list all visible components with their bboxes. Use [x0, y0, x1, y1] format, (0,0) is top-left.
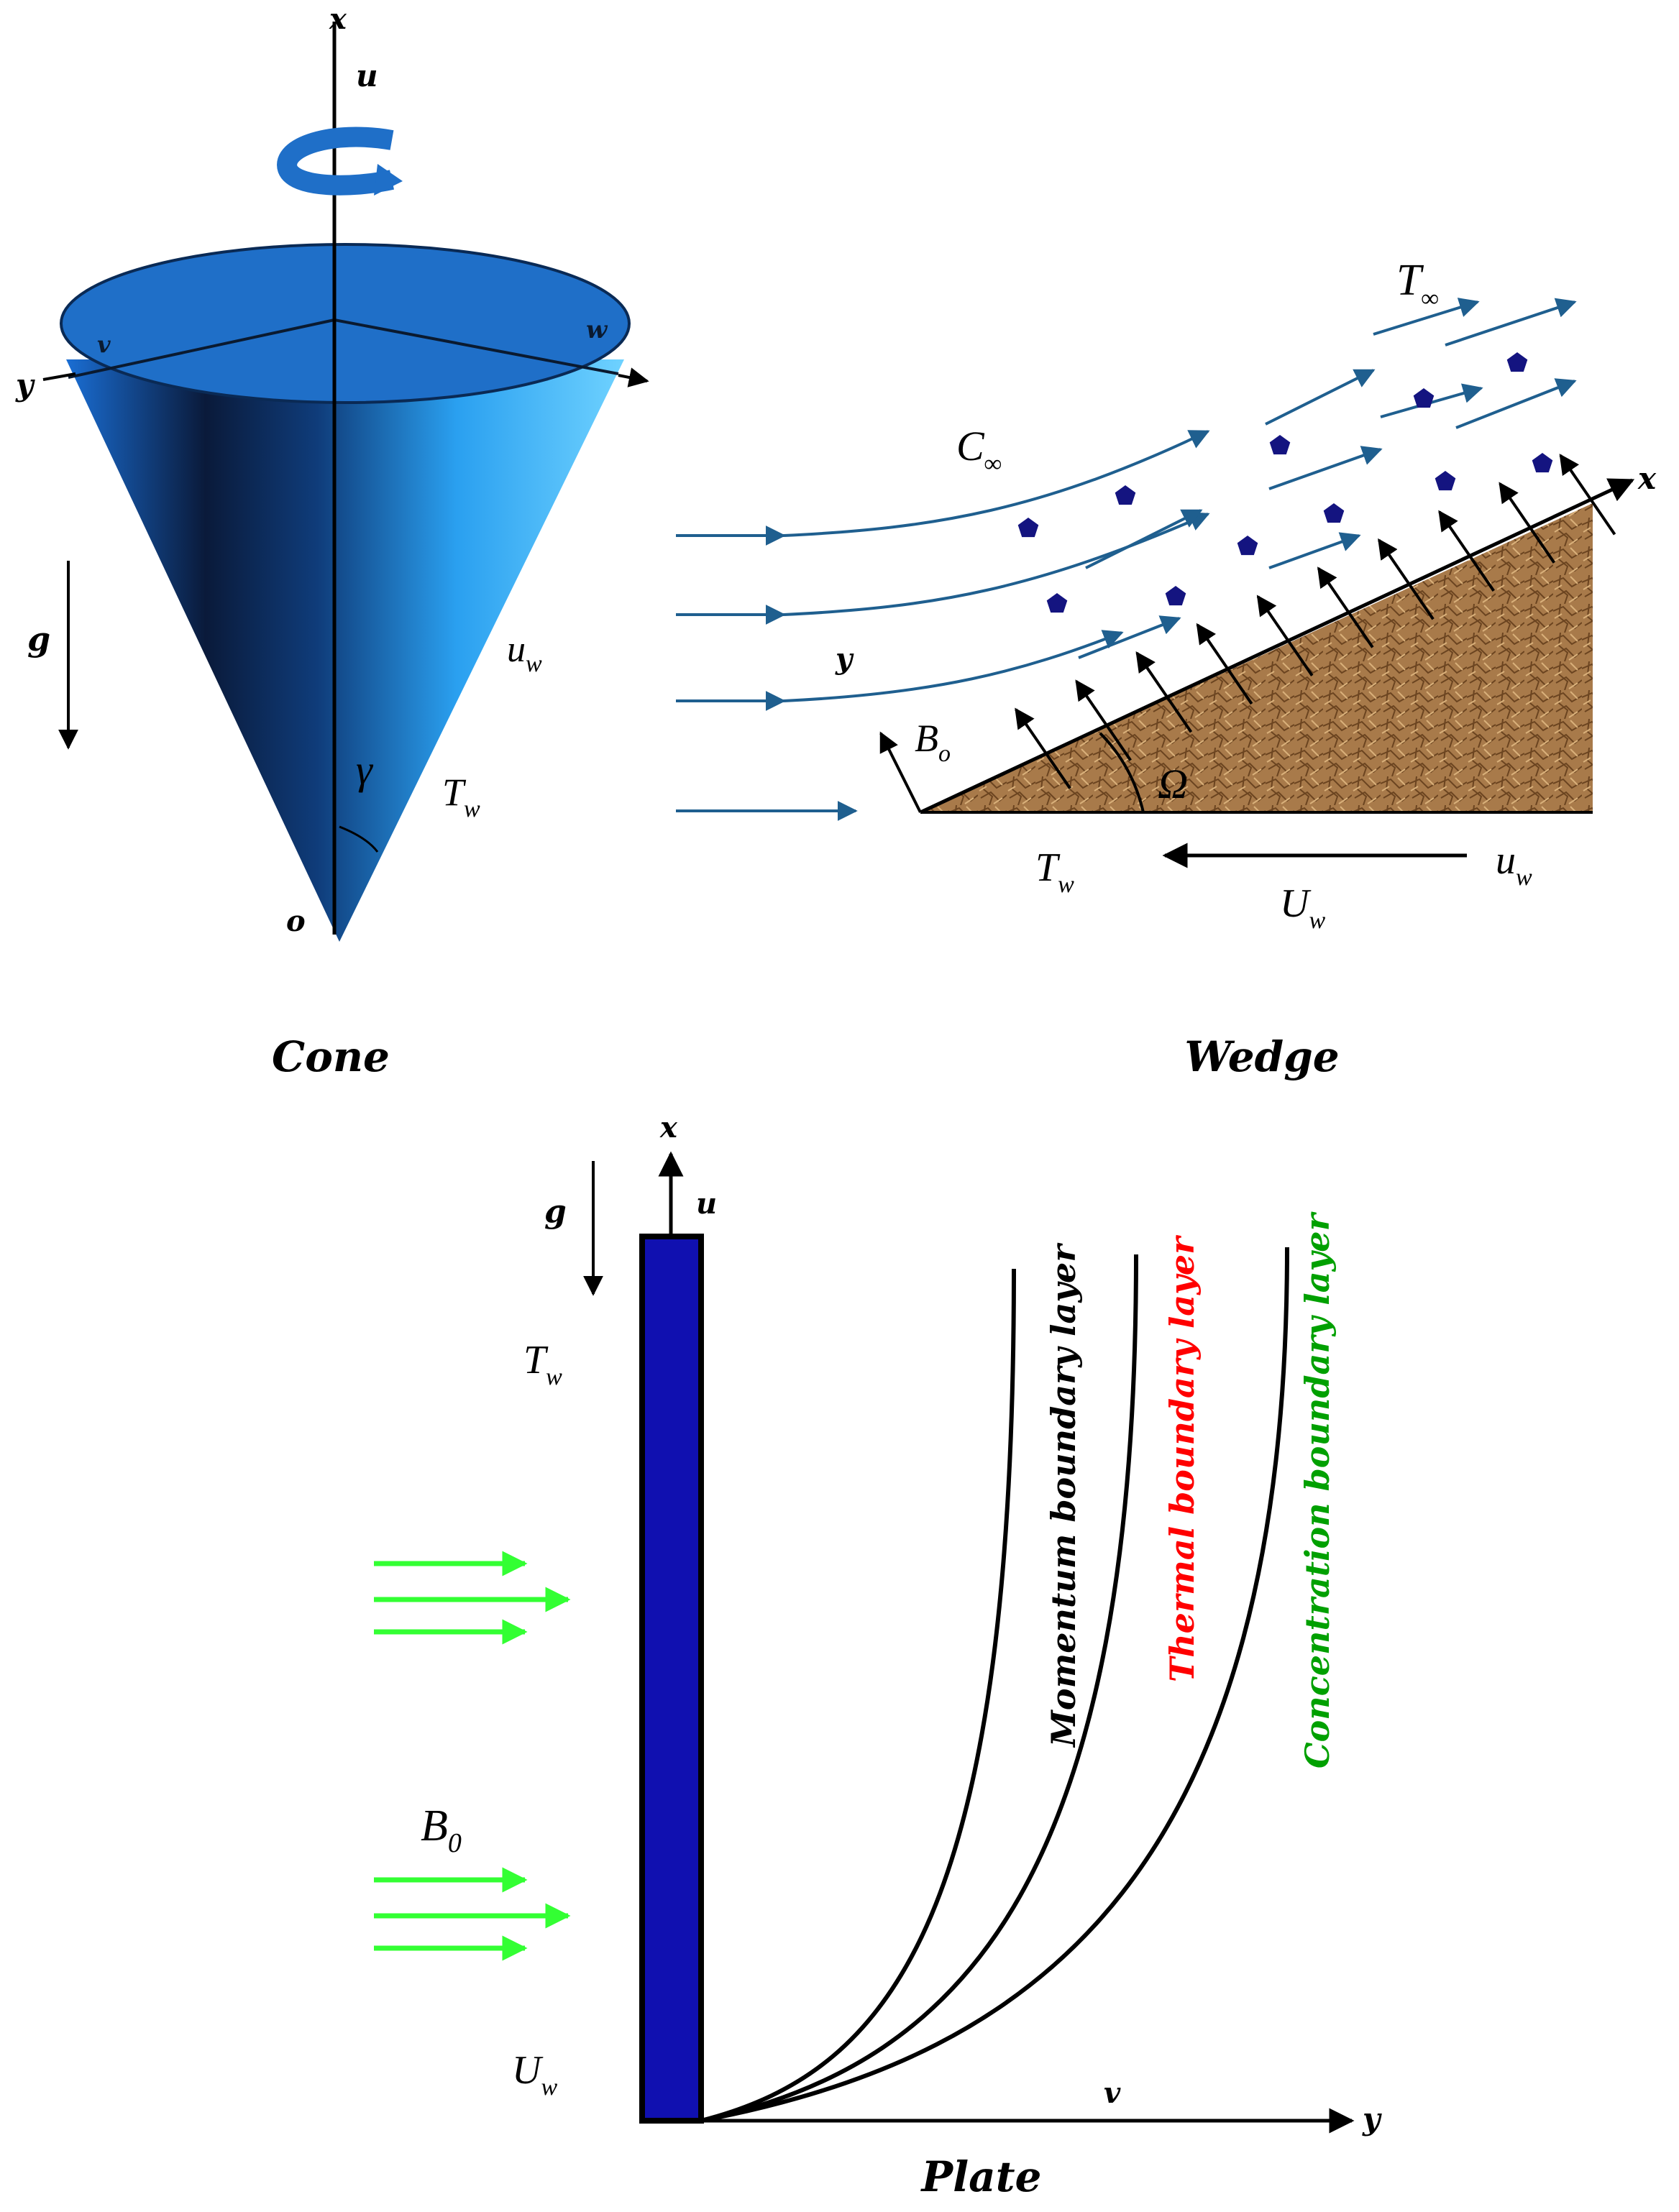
wedge-label-x: x	[1637, 461, 1657, 496]
particle-pentagon	[1413, 388, 1435, 408]
particle-pentagon	[1115, 485, 1136, 505]
plate-label-g: g	[544, 1193, 567, 1230]
wedge-label-Cinf: C∞	[956, 423, 1002, 477]
particle-pentagon	[1323, 503, 1345, 523]
plate-layer-concentration: Concentration boundary layer	[1298, 1211, 1337, 1768]
plate-diagram: Momentum boundary layer Thermal boundary…	[374, 1111, 1382, 2201]
flow-streamline	[1445, 298, 1577, 347]
cone-y-axis	[42, 372, 76, 381]
particle-pentagon	[1165, 586, 1186, 606]
particle-pentagon	[1506, 352, 1528, 372]
cone-body	[66, 359, 624, 942]
flow-streamline	[1268, 446, 1383, 490]
plate-label-Tw: Tw	[523, 1338, 562, 1390]
flow-streamline	[1085, 509, 1203, 569]
thermal-boundary-curve	[700, 1254, 1138, 2123]
surface-normal-arrow	[1378, 538, 1435, 620]
wedge-diagram: T∞ C∞ x y Bo Ω Tw uw Uw Wedge	[676, 256, 1657, 1081]
wedge-label-Uw: Uw	[1280, 881, 1325, 934]
cone-label-v: v	[97, 331, 111, 358]
surface-normal-arrow	[1075, 679, 1132, 761]
cone-caption: Cone	[272, 1032, 390, 1081]
plate-label-v: v	[1104, 2076, 1121, 2110]
cone-top-disk	[60, 243, 631, 404]
particle-pentagon	[1269, 435, 1291, 455]
plate-layer-momentum: Momentum boundary layer	[1044, 1242, 1083, 1748]
wedge-label-omega: Ω	[1158, 761, 1188, 807]
surface-normal-arrow	[1317, 566, 1374, 648]
cone-w-axis	[618, 367, 649, 387]
plate-caption: Plate	[920, 2152, 1042, 2201]
cone-radius-right	[334, 318, 619, 375]
surface-normal-arrow	[1196, 623, 1253, 705]
cone-label-gamma: γ	[356, 746, 374, 793]
particle-pentagon	[1237, 536, 1258, 556]
flow-streamline	[783, 430, 1210, 537]
rotation-arrow-icon	[277, 127, 394, 196]
vertical-plate	[639, 1234, 704, 2124]
flow-streamline	[1268, 532, 1361, 569]
wedge-x-axis	[919, 478, 1635, 814]
wedge-caption: Wedge	[1184, 1032, 1339, 1081]
cone-radius-left	[68, 318, 335, 379]
particle-pentagon	[1532, 453, 1553, 473]
surface-normal-arrow	[1135, 651, 1193, 733]
plate-label-y: y	[1362, 2101, 1382, 2137]
particle-pentagon	[1046, 593, 1068, 613]
rotation-arrowhead-icon	[374, 164, 403, 196]
cone-label-g: g	[27, 620, 50, 658]
concentration-boundary-curve	[700, 1247, 1289, 2123]
momentum-boundary-curve	[700, 1268, 1016, 2123]
cone-label-y: y	[15, 367, 35, 403]
cone-label-Tw: Tw	[442, 771, 480, 822]
magnetic-field-arrow	[879, 731, 922, 813]
surface-normal-arrow	[1559, 454, 1616, 536]
plate-label-x: x	[659, 1111, 678, 1144]
surface-normal-arrow	[1438, 510, 1495, 592]
wedge-label-Tw: Tw	[1035, 845, 1074, 898]
cone-label-u: u	[356, 58, 378, 93]
flow-streamline	[783, 630, 1124, 702]
cone-angle-arc	[339, 825, 379, 853]
surface-normal-arrow	[1015, 707, 1071, 789]
flow-streamline	[1455, 378, 1577, 429]
normal-arrows	[1015, 454, 1616, 789]
wedge-label-Bo: Bo	[915, 717, 951, 767]
flow-streamline	[1373, 298, 1480, 336]
surface-normal-arrow	[1256, 595, 1314, 676]
flow-streamline	[1265, 369, 1376, 426]
cone-label-o: o	[286, 904, 306, 938]
plate-label-u: u	[696, 1187, 717, 1221]
wedge-angle-arc	[1099, 732, 1145, 813]
plate-label-Uw: Uw	[512, 2048, 557, 2101]
cone-diagram: x u y v w g uw γ Tw o Cone	[15, 2, 649, 1081]
particles	[1017, 352, 1553, 613]
surface-normal-arrow	[1499, 482, 1556, 564]
plate-label-B0: B0	[421, 1802, 462, 1858]
particle-pentagon	[1435, 471, 1456, 491]
magnetic-field-arrows	[374, 1551, 571, 1961]
flow-streamline	[1078, 615, 1181, 659]
cone-label-w: w	[586, 316, 608, 344]
wedge-label-uw: uw	[1496, 838, 1532, 891]
plate-layer-thermal: Thermal boundary layer	[1163, 1234, 1202, 1682]
wedge-label-y: y	[835, 642, 854, 676]
particle-pentagon	[1017, 518, 1039, 538]
cone-label-uw: uw	[507, 629, 542, 677]
cone-label-x: x	[329, 2, 347, 36]
wedge-label-Tinf: T∞	[1396, 256, 1439, 312]
flow-streamline	[783, 512, 1210, 616]
